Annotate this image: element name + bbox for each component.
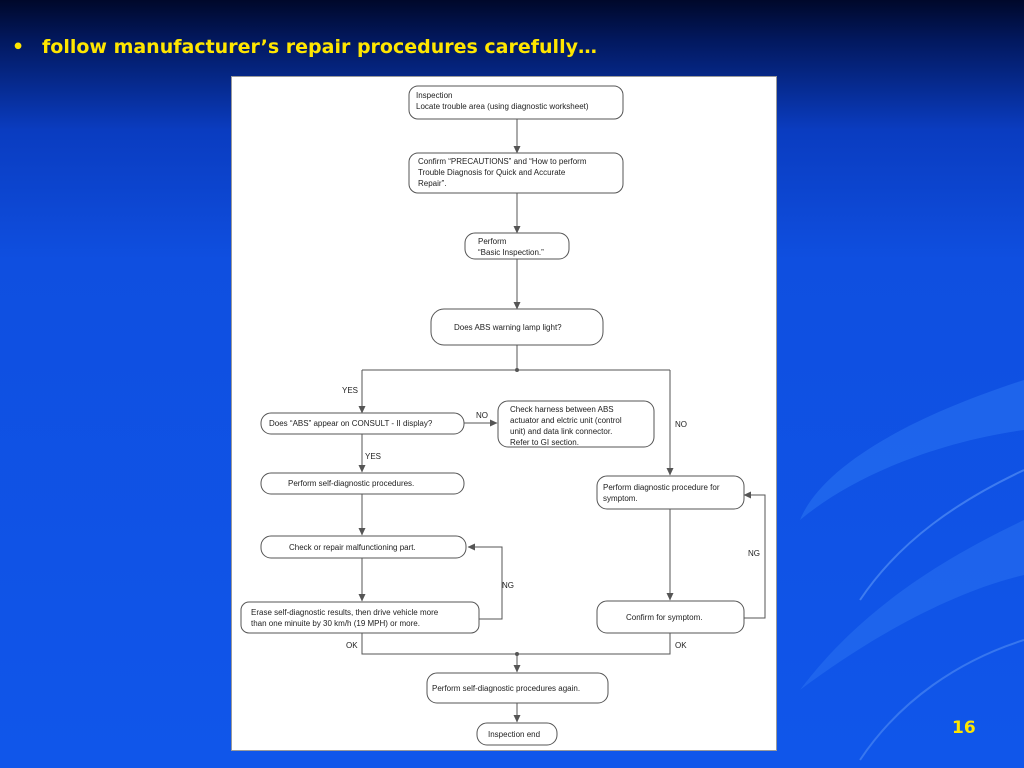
node-check-harness-line-1: Check harness between ABS [510, 405, 614, 414]
node-basic-inspection-line-2: “Basic Inspection.” [478, 248, 544, 257]
node-inspection-line-2: Locate trouble area (using diagnostic wo… [416, 102, 589, 111]
node-self-diagnostic-again-text: Perform self-diagnostic procedures again… [432, 684, 580, 693]
bullet-item: • follow manufacturer’s repair procedures… [12, 36, 597, 58]
edge-label-no-harness: NO [476, 411, 488, 420]
node-erase-results-line-2: than one minuite by 30 km/h (19 MPH) or … [251, 619, 420, 628]
node-abs-warning-lamp-text: Does ABS warning lamp light? [454, 323, 562, 332]
node-precautions-line-3: Repair”. [418, 179, 446, 188]
node-self-diagnostic-again: Perform self-diagnostic procedures again… [426, 672, 609, 704]
node-diagnostic-symptom-line-1: Perform diagnostic procedure for [603, 483, 720, 492]
node-inspection-end: Inspection end [476, 722, 558, 746]
node-check-repair-text: Check or repair malfunctioning part. [289, 543, 416, 552]
node-basic-inspection: Perform “Basic Inspection.” [464, 232, 570, 260]
node-erase-results: Erase self-diagnostic results, then driv… [240, 601, 480, 634]
edge-label-ok-left: OK [346, 641, 358, 650]
node-self-diagnostic: Perform self-diagnostic procedures. [260, 472, 465, 495]
node-consult-display: Does “ABS” appear on CONSULT - II displa… [260, 412, 465, 435]
node-check-harness-line-4: Refer to GI section. [510, 438, 579, 447]
node-check-harness: Check harness between ABS actuator and e… [497, 400, 655, 448]
node-erase-results-line-1: Erase self-diagnostic results, then driv… [251, 608, 439, 617]
node-confirm-symptom-text: Confirm for symptom. [626, 613, 702, 622]
edge-label-ng-left: NG [502, 581, 514, 590]
bullet-dot: • [12, 36, 25, 58]
node-check-harness-line-3: unit) and data link connector. [510, 427, 612, 436]
node-inspection: Inspection Locate trouble area (using di… [408, 85, 624, 120]
node-inspection-end-text: Inspection end [488, 730, 540, 739]
node-diagnostic-symptom: Perform diagnostic procedure for symptom… [596, 475, 745, 510]
edge-label-yes-2: YES [365, 452, 381, 461]
node-self-diagnostic-text: Perform self-diagnostic procedures. [288, 479, 414, 488]
flowchart-image: Inspection Locate trouble area (using di… [231, 76, 777, 751]
edge-label-ng-right: NG [748, 549, 760, 558]
node-abs-warning-lamp: Does ABS warning lamp light? [430, 308, 604, 346]
slide-number: 16 [952, 718, 976, 738]
node-precautions: Confirm “PRECAUTIONS” and “How to perfor… [408, 152, 624, 194]
node-consult-display-text: Does “ABS” appear on CONSULT - II displa… [269, 419, 433, 428]
edge-label-ok-right: OK [675, 641, 687, 650]
node-inspection-line-1: Inspection [416, 91, 452, 100]
edge-label-yes-1: YES [342, 386, 358, 395]
node-diagnostic-symptom-line-2: symptom. [603, 494, 638, 503]
junction-dot-bottom [515, 652, 519, 656]
flowchart: Inspection Locate trouble area (using di… [240, 85, 766, 746]
node-confirm-symptom: Confirm for symptom. [596, 600, 745, 634]
node-check-repair: Check or repair malfunctioning part. [260, 535, 467, 559]
node-check-harness-line-2: actuator and elctric unit (control [510, 416, 622, 425]
node-precautions-line-2: Trouble Diagnosis for Quick and Accurate [418, 168, 566, 177]
bullet-text: follow manufacturer’s repair procedures … [42, 36, 597, 58]
edge-label-no-right: NO [675, 420, 687, 429]
node-basic-inspection-line-1: Perform [478, 237, 507, 246]
node-precautions-line-1: Confirm “PRECAUTIONS” and “How to perfor… [418, 157, 587, 166]
junction-dot-top [515, 368, 519, 372]
